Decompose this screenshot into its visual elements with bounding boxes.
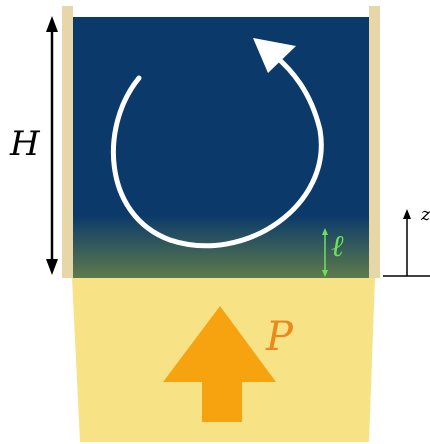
left-wall	[62, 6, 73, 278]
height-marker-bottom-arrowhead-icon	[46, 259, 58, 275]
power-arrow-icon	[163, 306, 276, 422]
power-label: P	[265, 314, 294, 360]
boundary-layer-bottom-arrowhead-icon	[322, 270, 328, 277]
boundary-layer-top-arrowhead-icon	[322, 228, 328, 235]
right-wall	[369, 6, 380, 278]
circulation-arrow-icon	[110, 52, 324, 249]
z-axis-label: z	[420, 204, 430, 225]
height-label: H	[9, 124, 41, 164]
circulation-arrowhead-icon	[253, 38, 296, 73]
boundary-layer-label: ℓ	[331, 229, 344, 264]
height-marker-top-arrowhead-icon	[46, 16, 58, 32]
z-axis-arrowhead-icon	[403, 209, 411, 219]
